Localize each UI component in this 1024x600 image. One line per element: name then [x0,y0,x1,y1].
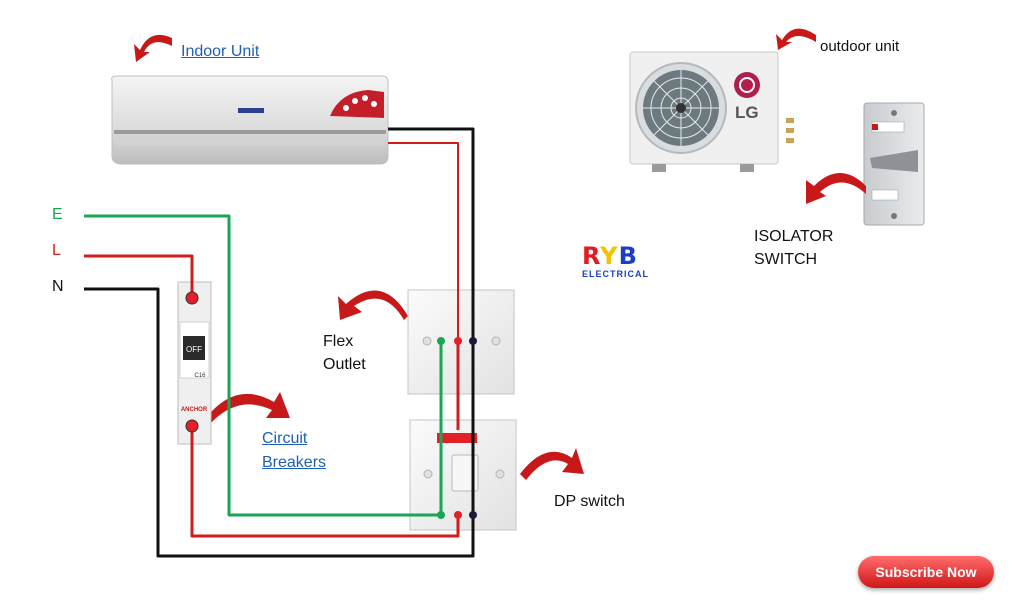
svg-text:ANCHOR: ANCHOR [181,407,208,413]
pointer-arrows [134,28,866,480]
live-supply-wire [84,254,194,298]
isolator-switch [863,102,925,226]
ryb-electrical-logo: RYB ELECTRICAL [582,243,656,279]
brand-badge [238,108,264,113]
arrow-indoor-icon [134,34,172,62]
neutral-label: N [52,278,64,295]
lg-logo: LG [734,72,760,122]
dp-switch [409,419,517,531]
arrow-dp-icon [520,448,584,480]
live-unit-wire [388,142,459,341]
ryb-r: R [582,242,601,270]
earth-wire [84,214,441,517]
arrow-isolator-icon [806,173,866,204]
dp-switch-label: DP switch [554,493,625,510]
wires [84,127,475,558]
live-breaker-wire [190,426,460,538]
isolator-label-line1: ISOLATOR [754,228,834,245]
outdoor-unit: LG [629,51,794,172]
neutral-wire [84,287,475,558]
svg-text:C16: C16 [194,373,206,379]
subscribe-button[interactable]: Subscribe Now [858,556,994,588]
indoor-unit [111,75,389,165]
indoor-unit-label[interactable]: Indoor Unit [181,43,260,60]
live-label: L [52,242,61,259]
svg-text:LG: LG [735,103,759,122]
earth-label: E [52,206,63,223]
arrow-outdoor-icon [776,28,816,50]
circuit-breaker: OFF C16 ANCHOR [177,281,212,445]
neutral-unit-wire [388,127,475,341]
flex-outlet-label-line2: Outlet [323,356,366,373]
ryb-y: Y [600,242,619,270]
fan-speed-panel [330,90,384,118]
arrow-breaker-icon [206,392,290,424]
terminals [185,291,477,519]
circuit-breaker-label-line1[interactable]: Circuit [262,430,308,447]
outdoor-unit-label: outdoor unit [820,38,900,55]
ryb-b: B [618,242,638,270]
ryb-subtitle: ELECTRICAL [582,269,649,279]
circuit-breaker-label-line2[interactable]: Breakers [262,454,327,471]
svg-text:OFF: OFF [186,345,202,354]
isolator-label-line2: SWITCH [754,251,818,268]
flex-outlet-label-line1: Flex [323,333,354,350]
arrow-flex-icon [338,290,408,320]
